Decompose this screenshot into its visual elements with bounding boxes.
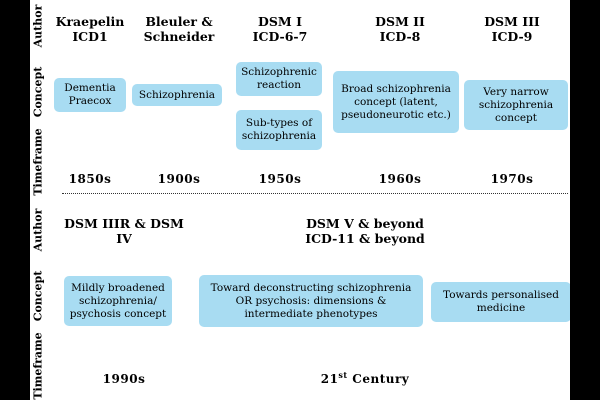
timeframe-1850s: 1850s	[68, 172, 112, 186]
timeframe-1960s: 1960s	[378, 172, 422, 186]
concept-deconstructing: Toward deconstructing schizophrenia OR p…	[199, 275, 423, 327]
author-kraepelin: Kraepelin ICD1	[55, 14, 125, 44]
concept-subtypes: Sub-types of schizophrenia	[236, 110, 322, 150]
section-separator	[62, 193, 568, 194]
concept-personalised-medicine: Towards personalised medicine	[431, 282, 570, 322]
row-label-timeframe-top: Timeframe	[31, 128, 45, 196]
author-dsm5-icd11: DSM V & beyond ICD-11 & beyond	[305, 216, 425, 246]
concept-broad-schizophrenia: Broad schizophrenia concept (latent, pse…	[333, 71, 459, 133]
concept-schizophrenia: Schizophrenia	[132, 84, 222, 106]
concept-very-narrow: Very narrow schizophrenia concept	[464, 80, 568, 130]
author-bleuler: Bleuler & Schneider	[143, 14, 215, 44]
author-dsm2: DSM II ICD-8	[375, 14, 425, 44]
row-label-author-bottom: Author	[31, 208, 45, 252]
timeframe-1900s: 1900s	[157, 172, 201, 186]
timeframe-1970s: 1970s	[490, 172, 534, 186]
timeline-diagram: Author Concept Timeframe Kraepelin ICD1 …	[30, 0, 570, 400]
author-dsm3r-dsm4: DSM IIIR & DSM IV	[64, 216, 184, 246]
timeframe-21st-century: 21st Century	[320, 370, 410, 386]
row-label-concept-top: Concept	[31, 66, 45, 118]
concept-schizophrenic-reaction: Schizophrenic reaction	[236, 62, 322, 96]
timeframe-1990s: 1990s	[102, 372, 146, 386]
concept-dementia-praecox: Dementia Praecox	[54, 78, 126, 112]
row-label-concept-bottom: Concept	[31, 270, 45, 322]
author-dsm3: DSM III ICD-9	[484, 14, 540, 44]
timeframe-1950s: 1950s	[258, 172, 302, 186]
row-label-author-top: Author	[31, 4, 45, 48]
row-label-timeframe-bottom: Timeframe	[31, 332, 45, 400]
concept-mildly-broadened: Mildly broadened schizophrenia/ psychosi…	[64, 276, 172, 326]
author-dsm1: DSM I ICD-6-7	[252, 14, 308, 44]
